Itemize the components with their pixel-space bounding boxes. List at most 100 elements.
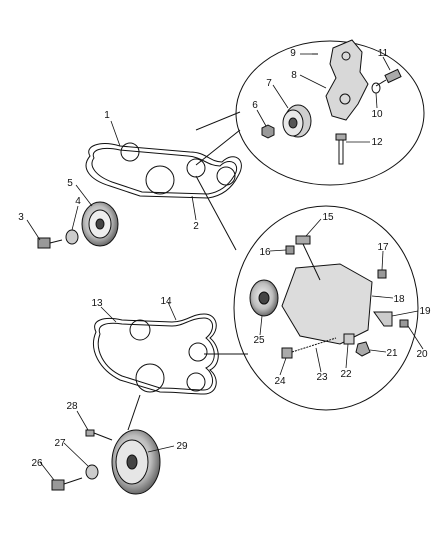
callout-16: 16 <box>259 247 271 258</box>
leader-line <box>375 92 378 109</box>
callout-28: 28 <box>66 401 78 412</box>
leader-line <box>299 74 327 89</box>
callout-leaders <box>26 53 424 481</box>
callout-12: 12 <box>371 137 383 148</box>
leader-line <box>259 315 263 336</box>
bolt-head <box>51 479 65 491</box>
bolt-shank <box>63 477 83 485</box>
belt-pulley <box>186 372 206 392</box>
leader-line <box>167 301 177 321</box>
callout-11: 11 <box>378 48 389 59</box>
leader-line <box>63 442 89 467</box>
callout-4: 4 <box>75 196 81 207</box>
washer <box>85 464 99 480</box>
leader-line <box>110 120 121 147</box>
leader-line <box>272 84 289 109</box>
belt-pulley <box>135 363 165 393</box>
bolt-shank <box>49 239 63 244</box>
clip <box>373 311 393 327</box>
bolt-shank <box>93 432 113 441</box>
belt-pulley <box>120 142 140 162</box>
crank-pulley-lower-assembly <box>51 394 161 495</box>
bracket-hole <box>341 51 351 61</box>
bolt-shank <box>302 243 321 281</box>
callout-21: 21 <box>386 348 398 359</box>
leader-line <box>100 306 117 323</box>
bracket-hole <box>339 93 351 105</box>
leader-line <box>407 325 424 350</box>
callout-17: 17 <box>377 242 389 253</box>
leader-line <box>315 347 322 373</box>
leader-connector <box>127 394 141 431</box>
callout-14: 14 <box>160 296 172 307</box>
callout-29: 29 <box>176 441 188 452</box>
detail-ellipse-lower <box>233 205 419 411</box>
callout-labels: 1 2 3 4 5 6 7 8 9 10 11 12 13 14 15 16 1… <box>18 48 431 469</box>
callout-24: 24 <box>274 376 286 387</box>
callout-25: 25 <box>253 335 265 346</box>
leader-line <box>39 461 55 481</box>
leader-line <box>279 357 287 376</box>
callout-22: 22 <box>340 369 352 380</box>
callout-19: 19 <box>419 306 431 317</box>
leader-line <box>256 109 267 127</box>
bolt-shank <box>338 139 344 165</box>
leader-line <box>391 310 419 317</box>
leader-line <box>382 56 391 71</box>
callout-8: 8 <box>291 70 297 81</box>
belt-pulley <box>145 165 175 195</box>
idler-pulley-hub <box>288 117 298 129</box>
bolt-head <box>384 68 402 84</box>
callout-18: 18 <box>393 294 405 305</box>
bolt-shank-threaded <box>291 337 337 353</box>
serpentine-belt-inner <box>97 317 215 391</box>
callout-27: 27 <box>54 438 66 449</box>
leader-connector <box>195 175 237 251</box>
belt-pulley <box>129 319 151 341</box>
leader-line <box>305 218 322 237</box>
bolt-head <box>285 245 295 255</box>
leader-line <box>76 410 89 431</box>
bolt-shank <box>375 79 387 87</box>
leader-line <box>71 205 79 231</box>
lower-belt-routing <box>93 313 219 395</box>
leader-connector <box>195 129 241 166</box>
leader-line <box>147 445 175 453</box>
leader-line <box>369 349 387 353</box>
leader-line <box>371 295 394 299</box>
washer <box>65 229 79 245</box>
leader-line <box>381 250 384 271</box>
callout-10: 10 <box>371 109 383 120</box>
idler-pulley-hub <box>258 291 270 305</box>
callout-9: 9 <box>290 48 296 59</box>
leader-line <box>269 249 287 252</box>
callout-15: 15 <box>322 212 334 223</box>
tensioner-bracket <box>325 39 369 121</box>
callout-26: 26 <box>31 458 43 469</box>
spacer <box>343 333 355 345</box>
nut <box>261 124 275 139</box>
leader-connector <box>195 111 241 131</box>
crank-pulley-hub <box>126 454 138 470</box>
bolt-head <box>335 133 347 141</box>
washer <box>371 82 381 94</box>
callout-2: 2 <box>193 221 199 232</box>
callout-20: 20 <box>416 349 428 360</box>
leader-line <box>26 219 41 241</box>
crank-pulley-hub <box>95 218 105 230</box>
belt-pulley <box>216 166 236 186</box>
belt-pulley <box>188 342 208 362</box>
callout-13: 13 <box>91 298 103 309</box>
tensioner-detail-view <box>195 39 425 186</box>
callout-6: 6 <box>252 100 258 111</box>
callout-23: 23 <box>316 372 328 383</box>
crank-pulley-upper-assembly <box>37 201 119 249</box>
nut <box>355 341 371 357</box>
serpentine-belt-outer <box>85 143 242 199</box>
bolt-head <box>295 235 311 245</box>
mounting-bracket <box>281 263 373 345</box>
serpentine-belt-outer <box>93 313 219 395</box>
detail-ellipse-upper <box>235 40 425 186</box>
callout-7: 7 <box>266 78 272 89</box>
